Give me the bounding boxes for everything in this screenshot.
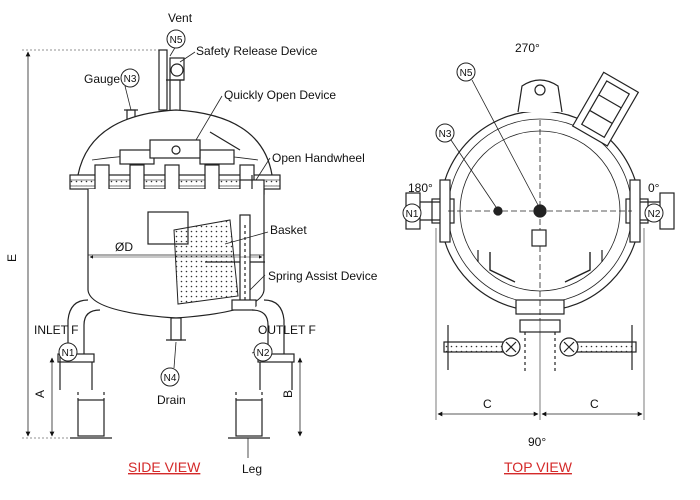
quick-open-label: Quickly Open Device: [224, 88, 336, 102]
angle-90: 90°: [528, 435, 546, 449]
side-node-n1: N1: [58, 342, 78, 362]
top-leaders: [450, 79, 539, 208]
dim-a-label: A: [33, 390, 47, 398]
top-safety-device: [571, 71, 640, 147]
top-handwheel-shafts: [443, 319, 637, 372]
diameter-label: ØD: [115, 240, 133, 254]
side-node-n2-label: N2: [257, 348, 270, 359]
top-view: [405, 71, 675, 420]
top-node-n2: N2: [644, 203, 664, 223]
side-view: [22, 45, 303, 458]
top-node-n1-label: N1: [406, 209, 419, 220]
side-node-n3-label: N3: [124, 74, 137, 85]
spring-assist-label: Spring Assist Device: [268, 269, 378, 283]
outlet-label: OUTLET F: [258, 323, 316, 337]
angle-270: 270°: [515, 41, 540, 55]
top-view-title: TOP VIEW: [504, 459, 573, 475]
height-e-label: E: [5, 254, 19, 262]
top-node-n5: N5: [456, 62, 476, 82]
top-node-n1: N1: [402, 203, 422, 223]
gauge-label: Gauge: [84, 72, 120, 86]
spring-assist-device: [231, 214, 257, 311]
outlet-nozzle: [251, 299, 295, 390]
side-node-n4: N4: [160, 367, 180, 387]
side-view-title: SIDE VIEW: [128, 459, 201, 475]
leg-label: Leg: [242, 462, 262, 476]
basket-label: Basket: [270, 223, 307, 237]
top-node-n3: N3: [435, 123, 455, 143]
side-node-n3: N3: [120, 68, 140, 88]
dim-c-right-label: C: [590, 397, 599, 411]
side-node-n1-label: N1: [62, 348, 75, 359]
top-lug: [517, 79, 563, 113]
top-node-n3-label: N3: [439, 129, 452, 140]
safety-release-label: Safety Release Device: [196, 44, 318, 58]
dim-b-label: B: [281, 390, 295, 398]
angle-0: 0°: [648, 181, 660, 195]
dim-c-left-label: C: [483, 397, 492, 411]
top-node-n2-label: N2: [648, 209, 661, 220]
side-node-n2: N2: [253, 342, 273, 362]
side-node-n5: N5: [166, 29, 186, 49]
side-node-n4-label: N4: [164, 373, 177, 384]
drain-label: Drain: [157, 393, 186, 407]
vent-label: Vent: [168, 11, 193, 25]
side-node-n5-label: N5: [170, 35, 183, 46]
drain: [166, 317, 186, 341]
angle-180: 180°: [408, 181, 433, 195]
top-node-n5-label: N5: [460, 68, 473, 79]
legs: [70, 392, 270, 439]
open-handwheel-label: Open Handwheel: [272, 151, 365, 165]
quick-open-clamps: [119, 131, 241, 165]
inlet-label: INLET F: [34, 323, 78, 337]
